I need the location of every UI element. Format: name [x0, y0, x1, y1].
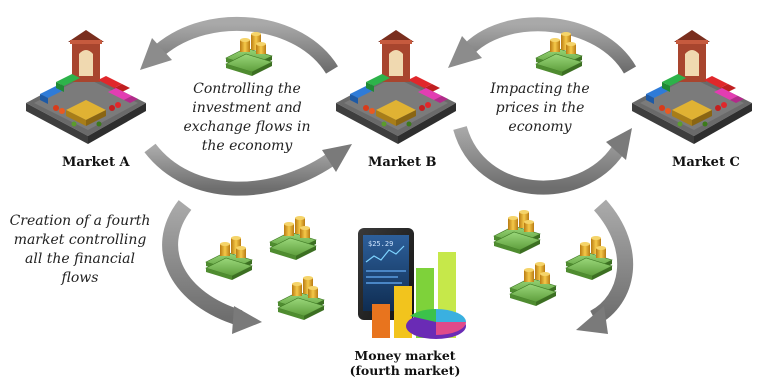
tablet-screen-text: $25.29: [368, 240, 393, 248]
impact-note: Impacting the prices in the economy: [490, 81, 590, 135]
market-b-label: Market B: [368, 155, 437, 170]
money-stack-icon: [565, 235, 613, 281]
bar-orange-icon: [372, 304, 390, 338]
market-b-illustration: [336, 30, 456, 144]
money-market-illustration: $25.29: [358, 228, 466, 339]
arrow-to-money-market-right: [576, 199, 634, 334]
arrow-a-to-b-lower: [144, 143, 352, 196]
money-market-label: Money market (fourth market): [349, 348, 461, 378]
market-c-label: Market C: [672, 155, 740, 170]
money-stack-icon: [269, 215, 317, 261]
creation-note: Creation of a fourth market controlling …: [9, 213, 151, 286]
arrow-b-to-c-upper: [448, 17, 637, 74]
money-stack-icon: [509, 261, 557, 307]
control-note: Controlling the investment and exchange …: [183, 81, 311, 154]
market-c-illustration: [632, 30, 752, 144]
money-stack-icon: [493, 209, 541, 255]
money-stack-top-right-icon: [535, 31, 583, 77]
arrow-to-money-market-left: [162, 200, 262, 334]
market-a-illustration: [26, 30, 146, 144]
arrow-a-to-b-upper: [140, 16, 338, 74]
money-stack-top-left-icon: [225, 31, 273, 77]
arrow-b-to-c-lower: [453, 125, 632, 195]
money-stack-icon: [205, 235, 253, 281]
money-stack-icon: [277, 275, 325, 321]
market-a-label: Market A: [62, 155, 130, 170]
